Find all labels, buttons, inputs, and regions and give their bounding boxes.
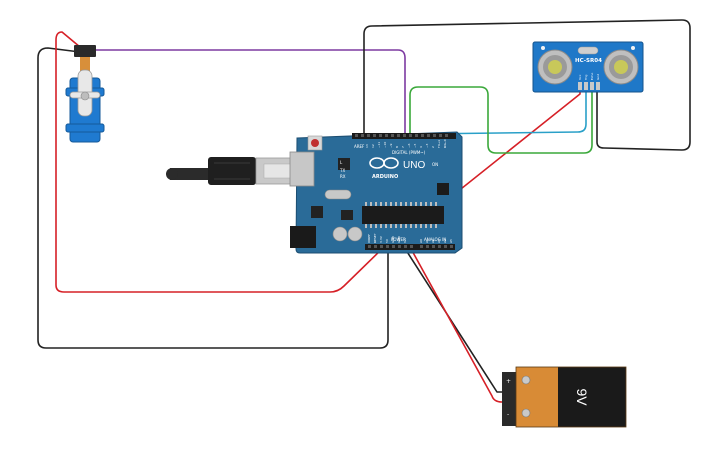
battery-terminal-negative[interactable]: [521, 408, 531, 418]
smd-chip: [341, 210, 353, 220]
battery-minus-label: -: [507, 411, 509, 418]
power-label: POWER: [391, 237, 406, 242]
power-pin-label: RESET: [373, 233, 377, 243]
bottom-header-holes: [368, 245, 453, 248]
servo-hub: [80, 91, 90, 101]
ultrasonic-sensor[interactable]: HC-SR04 Vcc Trig Echo Gnd: [532, 41, 644, 93]
board-usb-port[interactable]: [289, 151, 315, 187]
transducer-center: [614, 60, 628, 74]
reset-button-cap[interactable]: [311, 139, 319, 147]
digital-label: DIGITAL (PWM~): [392, 150, 426, 155]
brand-label: ARDUINO: [372, 174, 398, 180]
sensor-crystal: [577, 46, 599, 55]
usb-cable[interactable]: [166, 157, 301, 185]
battery-voltage-label: 9V: [574, 388, 590, 406]
wire-servo-power[interactable]: [55, 31, 386, 293]
arduino-logo: ARDUINO: [369, 157, 399, 180]
digital-pin-label: 13: [365, 144, 369, 148]
digital-pin-label: 7: [401, 146, 405, 148]
digital-pin-label: RX←0: [443, 139, 447, 148]
board-power-jack[interactable]: [290, 226, 316, 248]
digital-pin-label: ~5: [413, 143, 417, 148]
wires: [37, 19, 691, 403]
usb-cable-tail: [170, 168, 210, 180]
analog-pin-label: A5: [449, 239, 453, 243]
led-l-label: L: [340, 160, 343, 165]
battery-plus-label: +: [506, 378, 511, 385]
pin-label-vcc: Vcc: [578, 74, 582, 80]
power-pin-label: 5V: [385, 238, 389, 243]
battery-terminal-block: [502, 372, 520, 426]
digital-pin-label: TX→1: [437, 140, 441, 149]
voltage-regulator: [311, 206, 323, 218]
power-pin-label: GND: [397, 235, 401, 243]
digital-pin-label: 2: [431, 146, 435, 148]
analog-pin-label: A1: [425, 239, 429, 243]
analog-pin-label: A4: [443, 239, 447, 243]
mount-hole: [631, 46, 635, 50]
digital-header-holes: [355, 134, 448, 137]
wire-servo-signal[interactable]: [89, 49, 406, 137]
servo-connector: [74, 45, 96, 57]
aref-label: AREF: [354, 144, 365, 149]
wire-sensor-gnd[interactable]: [363, 19, 691, 151]
digital-pin-label: ~10: [383, 142, 387, 148]
servo-cable: [80, 57, 90, 77]
crystal-oscillator: [324, 189, 352, 200]
power-pin-label: 3.3V: [379, 235, 383, 243]
analog-label: ANALOG IN: [424, 237, 446, 242]
digital-pin-label: 4: [419, 146, 423, 148]
led-rx-label: RX: [340, 174, 346, 179]
analog-pin-label: A0: [419, 239, 423, 243]
power-pin-label: IOREF: [367, 234, 371, 243]
sensor-pin-labels: Vcc Trig Echo Gnd: [578, 73, 600, 81]
digital-pin-label: 12: [371, 144, 375, 148]
digital-pin-label: ~3: [425, 143, 429, 148]
digital-pin-label: 8: [395, 146, 399, 148]
chip-pins: [365, 202, 437, 228]
wire-servo-gnd[interactable]: [37, 47, 389, 349]
icsp-header: [437, 183, 449, 195]
battery-9v[interactable]: + - 9V: [502, 366, 627, 428]
on-label: ON: [432, 162, 438, 167]
pin-label-gnd: Gnd: [596, 74, 600, 80]
digital-pin-label: ~11: [377, 142, 381, 148]
pin-label-echo: Echo: [590, 73, 594, 80]
servo-mount-bottom: [65, 123, 105, 133]
atmega-chip: [362, 206, 444, 224]
sensor-model-label: HC-SR04: [575, 58, 602, 64]
digital-pin-label: ~9: [389, 143, 393, 148]
transducer-center: [548, 60, 562, 74]
led-tx-label: TX: [339, 168, 345, 173]
analog-pin-label: A2: [431, 239, 435, 243]
model-label: UNO: [403, 160, 425, 171]
battery-black-body: [558, 367, 626, 427]
usb-interface-chip: [338, 158, 350, 170]
wire-battery-negative[interactable]: [403, 246, 511, 393]
arduino-uno-board[interactable]: DIGITAL (PWM~) AREF L TX RX ON ARDUINO U…: [289, 131, 463, 254]
sensor-pins[interactable]: [578, 82, 600, 90]
analog-pin-label: A3: [437, 239, 441, 243]
usb-plug-body: [208, 157, 256, 185]
battery-orange-band: [516, 367, 560, 427]
battery-terminal-positive[interactable]: [521, 375, 531, 385]
mount-hole: [541, 46, 545, 50]
wire-sensor-echo[interactable]: [409, 86, 593, 154]
wire-battery-positive[interactable]: [409, 246, 511, 403]
wire-sensor-trig[interactable]: [411, 87, 587, 137]
capacitor-2: [347, 226, 363, 242]
capacitor-1: [332, 226, 348, 242]
digital-pin-label: ~6: [407, 143, 411, 148]
power-pin-label: Vin: [403, 238, 407, 243]
power-pin-label: GND: [391, 235, 395, 243]
servo-motor[interactable]: [65, 45, 105, 143]
usb-cable-end: [166, 168, 178, 180]
pin-label-trig: Trig: [584, 75, 588, 81]
